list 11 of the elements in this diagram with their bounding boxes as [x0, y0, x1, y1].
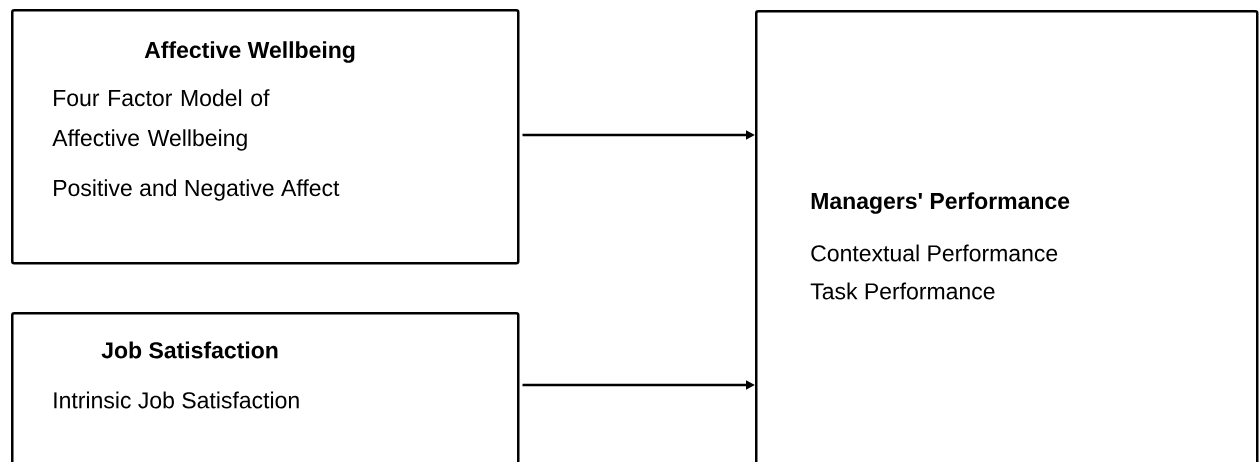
concept-box	[11, 9, 520, 265]
box-text: Contextual Performance	[811, 244, 1058, 262]
box-heading: Job Satisfaction	[101, 341, 278, 359]
concept-box	[11, 312, 520, 462]
box-heading: Managers' Performance	[811, 192, 1070, 214]
box-text: Intrinsic Job Satisfaction	[54, 391, 299, 409]
concept-box	[755, 10, 1259, 462]
box-text: Task Performance	[810, 282, 995, 300]
box-text: Positive and Negative Affect	[54, 179, 340, 201]
box-heading: Affective Wellbeing	[144, 41, 355, 63]
box-text: Four Factor Model of Affective Wellbeing	[52, 89, 270, 151]
